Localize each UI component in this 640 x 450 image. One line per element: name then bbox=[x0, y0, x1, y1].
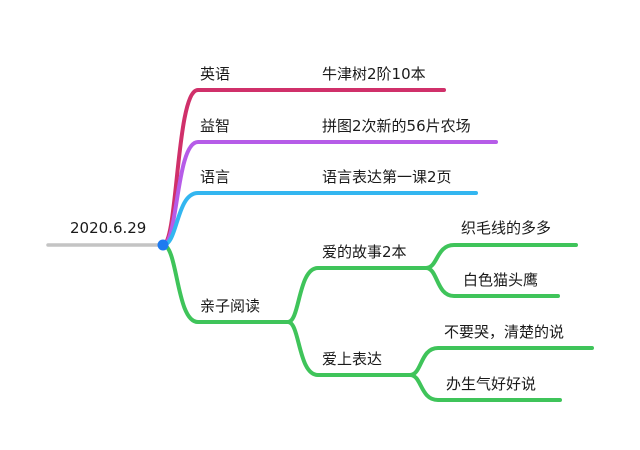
english-connector bbox=[161, 88, 314, 247]
reading-item3-connector bbox=[408, 346, 594, 377]
reading-item-label[interactable]: 办生气好好说 bbox=[446, 375, 537, 393]
reading-item1-connector bbox=[424, 243, 578, 270]
reading-connector bbox=[161, 243, 290, 324]
reading-item-label[interactable]: 织毛线的多多 bbox=[461, 219, 552, 237]
reading-item-label[interactable]: 白色猫头鹰 bbox=[463, 271, 539, 289]
puzzle-child-label[interactable]: 拼图2次新的56片农场 bbox=[322, 117, 471, 135]
branch-puzzle-label[interactable]: 益智 bbox=[200, 117, 231, 135]
reading-group2-connector bbox=[286, 320, 412, 377]
root-label[interactable]: 2020.6.29 bbox=[70, 219, 147, 237]
reading-item4-connector bbox=[408, 373, 562, 402]
reading-group1-connector bbox=[286, 266, 428, 324]
reading-group1-label[interactable]: 爱的故事2本 bbox=[322, 243, 407, 261]
reading-group2-label[interactable]: 爱上表达 bbox=[322, 350, 383, 368]
reading-item2-connector bbox=[424, 266, 560, 298]
root-dot[interactable] bbox=[157, 239, 169, 251]
language-connector bbox=[161, 191, 314, 247]
reading-item-label[interactable]: 不要哭，清楚的说 bbox=[444, 323, 565, 341]
language-child-label[interactable]: 语言表达第一课2页 bbox=[322, 168, 452, 186]
branch-language-label[interactable]: 语言 bbox=[200, 168, 231, 186]
branch-english-label[interactable]: 英语 bbox=[200, 65, 231, 83]
branch-reading-label[interactable]: 亲子阅读 bbox=[200, 297, 261, 315]
english-child-label[interactable]: 牛津树2阶10本 bbox=[322, 65, 426, 83]
